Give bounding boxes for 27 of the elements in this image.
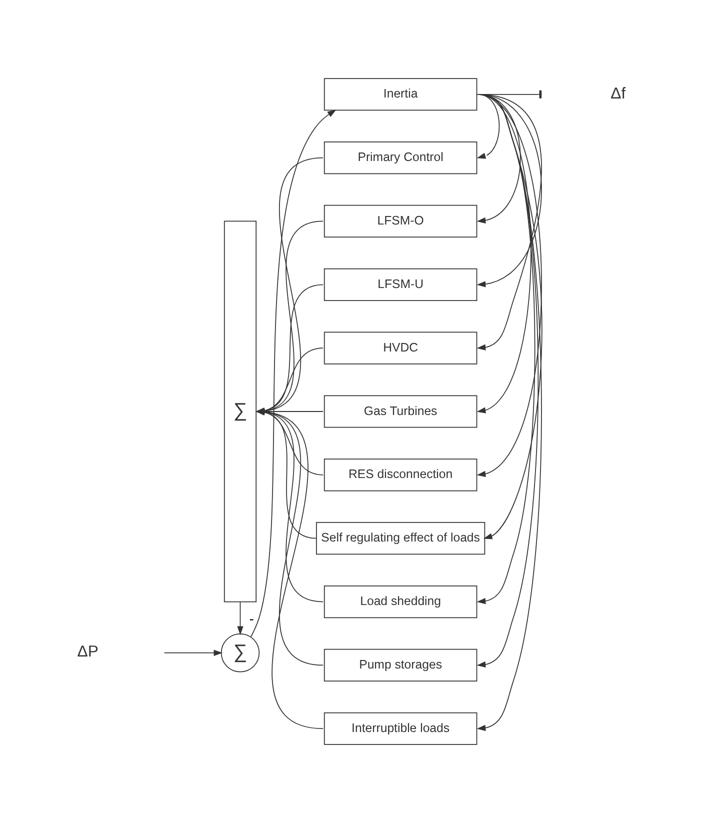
node-box: Interruptible loads: [324, 712, 478, 745]
arrow: [164, 650, 223, 656]
arrow: [237, 602, 244, 636]
arrow: [476, 94, 542, 288]
node-text: Δf: [610, 85, 626, 102]
node-box: Primary Control: [324, 142, 478, 174]
arrow: [250, 110, 336, 638]
arrow: [476, 94, 521, 224]
node-box: Gas Turbines: [324, 395, 478, 428]
node-box: Self regulating effect of loads: [316, 522, 486, 555]
arrow: [476, 94, 542, 350]
node-box: ∑: [224, 220, 257, 602]
edge-label: -: [249, 610, 254, 627]
node-box: Pump storages: [324, 648, 478, 682]
arrow: [476, 94, 500, 159]
arrow: [476, 94, 536, 604]
arrow: [476, 94, 542, 477]
arrow: [476, 94, 532, 414]
node-box: Load shedding: [324, 585, 478, 618]
node-box: Inertia: [324, 78, 478, 111]
node-circle: ∑: [220, 633, 260, 672]
node-box: LFSM-U: [324, 268, 478, 301]
node-box: LFSM-O: [324, 204, 478, 238]
node-box: HVDC: [324, 332, 478, 364]
arrow: [478, 94, 542, 540]
node-box: RES disconnection: [324, 458, 478, 492]
node-text: ΔP: [77, 644, 98, 661]
